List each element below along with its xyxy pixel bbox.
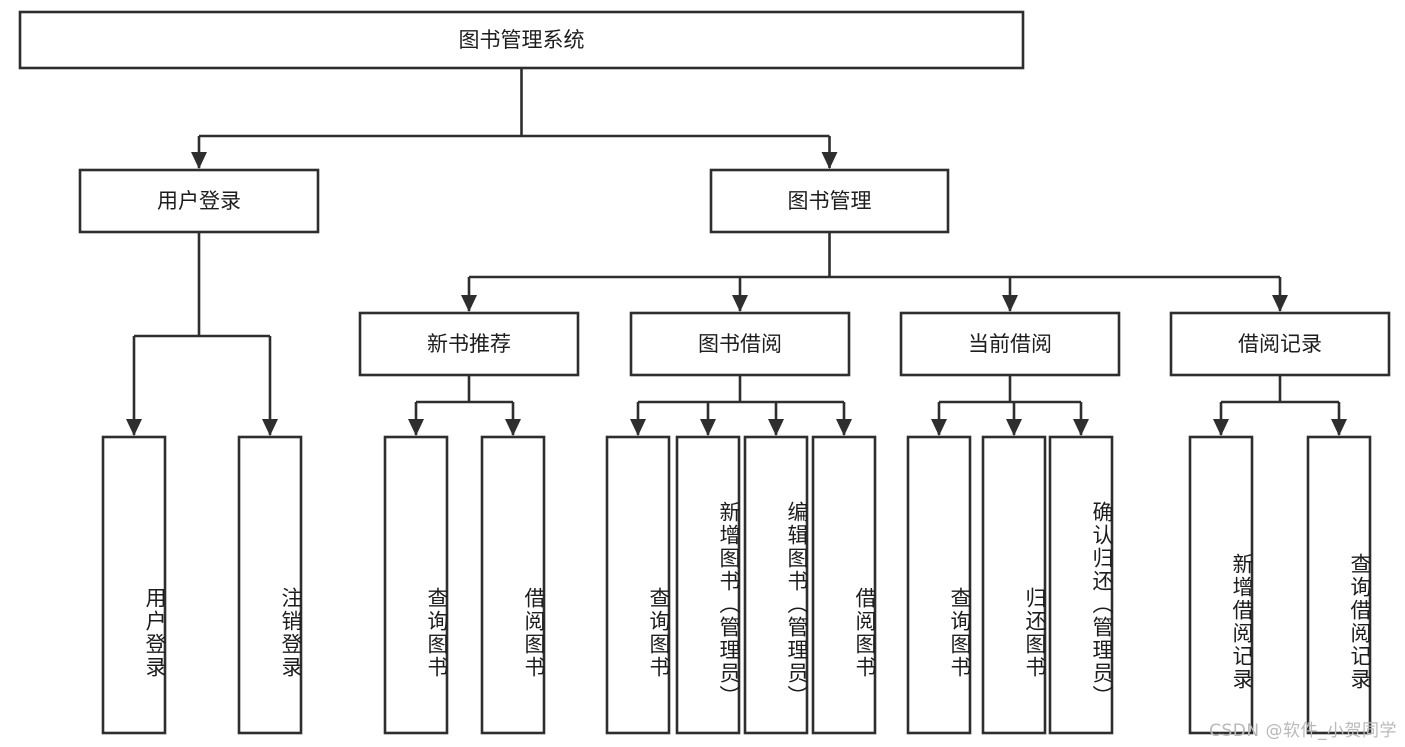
node-leaf-add-record[interactable] <box>1188 435 1254 735</box>
node-label-book-manage: 图书管理 <box>788 189 872 213</box>
node-label-current-borrow: 当前借阅 <box>968 332 1052 356</box>
node-leaf-query-record[interactable] <box>1306 435 1372 735</box>
node-label-book-borrow: 图书借阅 <box>698 332 782 356</box>
node-label-borrow-record: 借阅记录 <box>1238 332 1322 356</box>
node-book-manage[interactable] <box>709 168 950 234</box>
node-leaf-logout[interactable] <box>237 435 303 735</box>
node-label-root: 图书管理系统 <box>459 28 585 52</box>
node-user-login[interactable] <box>78 168 320 234</box>
node-boxes <box>18 10 1391 735</box>
node-label-new-book-recommend: 新书推荐 <box>427 332 511 356</box>
node-leaf-borrow-book-new[interactable] <box>480 435 546 735</box>
node-book-borrow[interactable] <box>629 311 851 377</box>
node-leaf-edit-book[interactable] <box>743 435 809 735</box>
node-leaf-return-book[interactable] <box>981 435 1047 735</box>
node-leaf-add-book[interactable] <box>675 435 741 735</box>
node-current-borrow[interactable] <box>899 311 1121 377</box>
node-root-book-management-system[interactable] <box>18 10 1025 70</box>
node-leaf-confirm-return[interactable] <box>1048 435 1114 735</box>
csdn-watermark: CSDN @软件_小贺同学 <box>1209 721 1397 741</box>
node-new-book-recommend[interactable] <box>358 311 580 377</box>
node-leaf-query-book-new[interactable] <box>383 435 449 735</box>
node-leaf-query-book-borrow[interactable] <box>605 435 671 735</box>
node-leaf-query-book-current[interactable] <box>906 435 972 735</box>
node-label-user-login: 用户登录 <box>157 189 241 213</box>
node-borrow-record[interactable] <box>1169 311 1391 377</box>
node-leaf-user-login[interactable] <box>101 435 167 735</box>
node-leaf-borrow-book[interactable] <box>811 435 877 735</box>
connector-edges <box>126 68 1347 436</box>
